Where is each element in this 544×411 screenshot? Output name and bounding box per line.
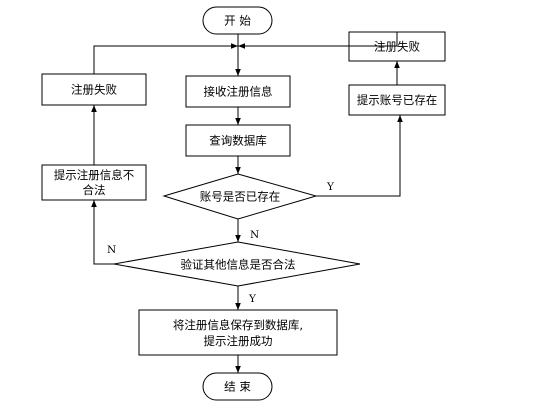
fail-label-left: 注册失败 [71,83,117,97]
label-exists-yes: Y [326,181,335,193]
invalid-info-label-line1: 提示注册信息不 [54,168,135,182]
start-label: 开 始 [224,14,251,28]
arrow-fail-right-to-receive [238,32,398,49]
fail-box-left: 注册失败 [41,73,147,106]
validate-info-label: 验证其他信息是否合法 [181,258,296,272]
invalid-info-label-line2: 合法 [83,183,106,197]
save-db-label-line2: 提示注册成功 [204,334,273,348]
end-label: 结 束 [224,380,251,394]
arrow-exists-yes [316,115,403,197]
save-db-label-line1: 将注册信息保存到数据库, [173,318,303,332]
query-db-box: 查询数据库 [185,124,291,157]
validate-info-decision: 验证其他信息是否合法 [113,241,361,287]
receive-info-label: 接收注册信息 [204,85,273,99]
start-terminal: 开 始 [202,6,273,35]
query-db-label: 查询数据库 [209,134,267,148]
label-validate-no: N [107,244,116,256]
receive-info-box: 接收注册信息 [185,75,291,108]
label-exists-no: N [250,229,259,241]
account-exists-decision: 账号是否已存在 [162,173,318,220]
arrow-validate-no [91,200,114,265]
account-exists-message: 提示账号已存在 [357,93,438,107]
end-terminal: 结 束 [202,372,273,401]
label-validate-yes: Y [248,293,257,305]
invalid-info-box: 提示注册信息不 合法 [41,164,147,201]
account-exists-box: 提示账号已存在 [348,84,446,116]
save-db-box: 将注册信息保存到数据库, 提示注册成功 [138,309,338,356]
account-exists-label: 账号是否已存在 [200,190,281,204]
arrow-fail-left-to-receive [93,43,238,74]
